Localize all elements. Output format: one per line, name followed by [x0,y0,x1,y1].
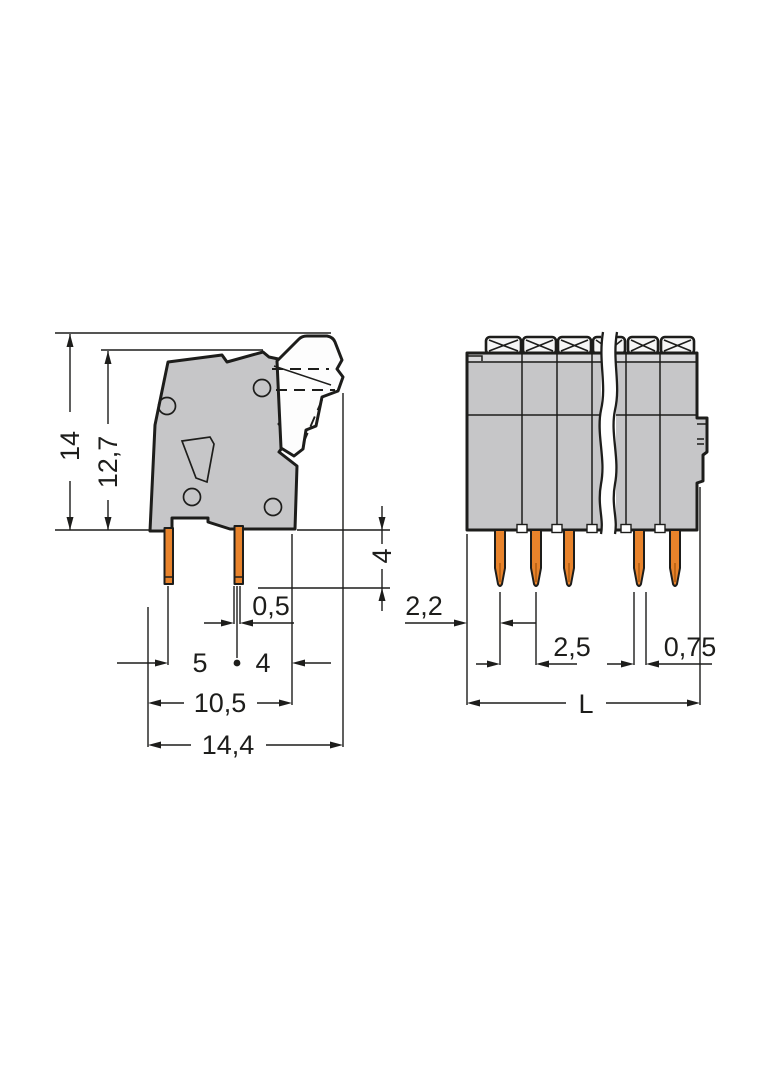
housing-corner-step [467,355,483,361]
dim-label-pin-offset: 4 [255,648,270,678]
solder-pin-side-2 [233,525,244,585]
dim-label-clamp-height: 12,7 [93,436,123,489]
mould-hole-bottom-right [263,497,283,517]
pole-divisions [521,354,661,529]
dim-total-length: L [467,689,700,719]
break-wave-left [598,331,605,535]
dim-pin-length: 4 [367,506,397,611]
housing-seam-band-left [469,355,604,361]
dim-pin-width: 0,75 [607,632,716,668]
dim-clamp-height: 12,7 [93,351,123,530]
dim-width-total: 14,4 [148,730,343,760]
dim-pole-pitch: 2,5 [476,632,591,668]
front-body-left-section [465,351,608,532]
dim-width-pins: 10,5 [148,688,292,718]
front-view: 2,2 2,5 0,75 L [405,331,716,719]
dim-label-pin-length: 4 [367,548,397,563]
lever-outline [275,334,345,458]
dim-total-height: 14 [55,334,85,530]
dim-label-pin-width: 0,75 [664,632,717,662]
mould-hole-top-left [157,396,177,416]
front-lever-tops [484,335,696,356]
mould-hole-bottom-left [182,487,202,507]
dim-label-offset-first-pole: 2,2 [405,591,443,621]
side-solder-pins [163,525,244,585]
solder-pin-front-2 [530,529,542,587]
lever-slot-line [273,365,332,386]
solder-pin-front-4 [633,529,645,587]
clamp-lever [272,334,345,458]
mould-hole-top-right [252,378,272,398]
break-wave-right [612,331,619,535]
mould-pocket [180,436,215,484]
dim-label-pin-spacing: 5 [192,648,207,678]
front-view-extension-lines [466,487,701,705]
solder-pin-front-5 [669,529,681,587]
dim-label-total-height: 14 [55,431,85,461]
dim-pin-thickness: 0,5 [204,591,294,627]
dim-reference-dot [233,659,241,667]
housing-seam-band-right [614,355,695,361]
side-view-extension-lines [55,332,390,747]
break-lines [598,331,619,535]
lever-dashed-diagonal [301,399,323,447]
dim-label-width-pins: 10,5 [194,688,247,718]
side-view: 14 12,7 4 0,5 5 [55,332,397,760]
dim-label-total-length: L [578,689,593,719]
dim-pin-positions: 5 4 [117,648,331,678]
dim-offset-first-pole: 2,2 [405,591,536,627]
side-latch-detail [697,423,706,445]
dim-label-width-total: 14,4 [202,730,255,760]
dim-label-pole-pitch: 2,5 [553,632,591,662]
solder-pin-front-3 [563,529,575,587]
bottom-notches [516,523,666,534]
break-gap [601,331,616,535]
front-solder-pins [494,529,681,587]
solder-pin-side-1 [163,527,174,585]
dim-label-pin-thickness: 0,5 [252,591,290,621]
side-body [148,350,299,533]
solder-pin-front-1 [494,529,506,587]
